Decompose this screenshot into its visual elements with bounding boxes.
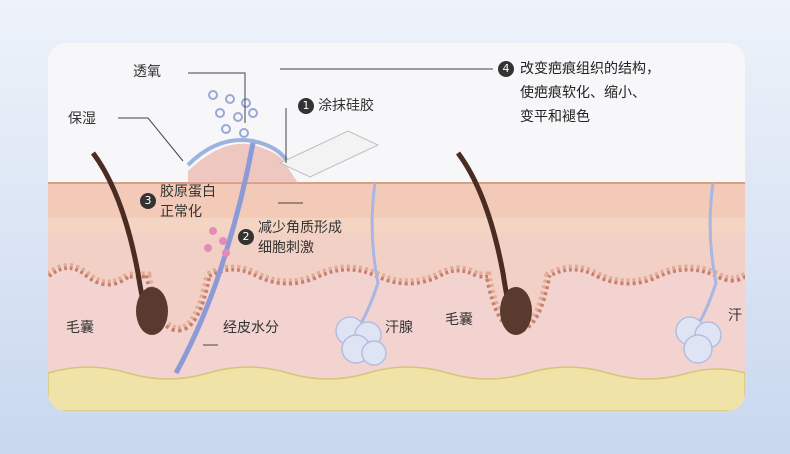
sweat-gland-2	[675, 316, 722, 364]
sweat-duct-1	[356, 182, 380, 329]
sweat-duct-2	[694, 182, 718, 329]
step3-label-line1: 胶原蛋白	[160, 184, 216, 200]
gel-film	[186, 138, 290, 167]
skin-diagram-card: 透氧 保湿 1 涂抹硅胶 3 胶原蛋白 正常化 2 减少角质形成 细胞刺激 4 …	[48, 43, 745, 411]
scar-bump	[188, 143, 298, 183]
upper-skin-tint	[48, 183, 745, 329]
step1-label: 涂抹硅胶	[318, 98, 374, 114]
follicle-1	[136, 287, 168, 335]
step3-label-line2: 正常化	[160, 204, 202, 220]
step2-label-line1: 减少角质形成	[258, 220, 342, 236]
water-channel	[173, 142, 256, 375]
moisture-label: 保湿	[68, 111, 96, 127]
sweat-gland-label-2: 汗	[728, 308, 742, 324]
step2-label-line2: 细胞刺激	[258, 240, 314, 256]
hair-follicle-label-1: 毛囊	[66, 320, 94, 336]
silicone-sheet	[278, 130, 380, 178]
step2-number: 2	[238, 229, 254, 245]
step4-label-line3: 变平和褪色	[520, 109, 590, 125]
step3-number: 3	[140, 193, 156, 209]
hair-follicle-label-2: 毛囊	[445, 312, 473, 328]
follicle-2	[500, 287, 532, 335]
oxygen-label: 透氧	[133, 64, 161, 80]
step4-number: 4	[498, 61, 514, 77]
transdermal-water-label: 经皮水分	[223, 320, 279, 336]
keratin-cells	[204, 227, 230, 257]
fat-layer	[48, 366, 745, 411]
skin-cross-section	[48, 68, 745, 411]
leader-lines	[118, 68, 493, 346]
step4-label-line2: 使疤痕软化、缩小、	[520, 85, 646, 101]
oxygen-bubbles	[208, 90, 258, 138]
sweat-gland-1	[335, 316, 387, 366]
step4-label-line1: 改变疤痕组织的结构，	[520, 61, 660, 77]
sweat-gland-label-1: 汗腺	[385, 320, 413, 336]
step1-number: 1	[298, 98, 314, 114]
